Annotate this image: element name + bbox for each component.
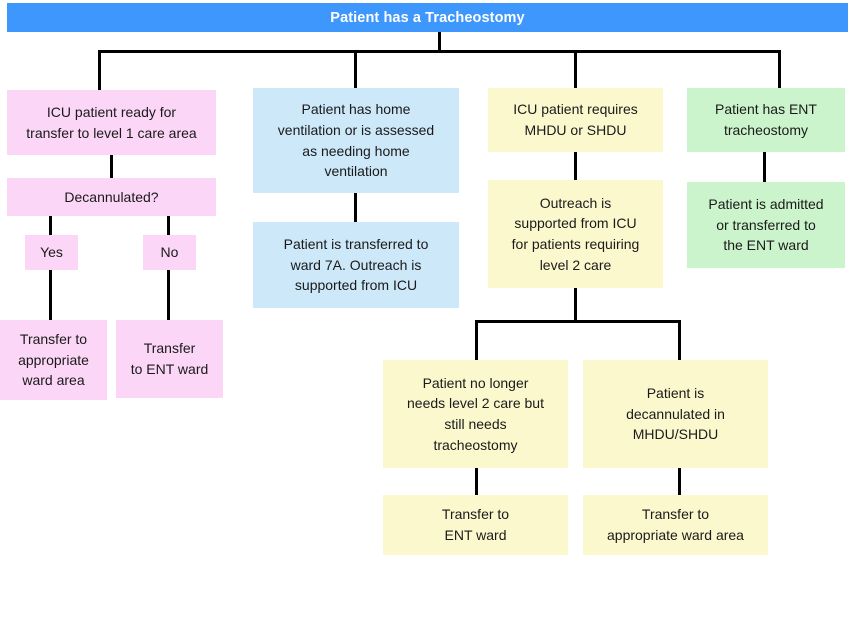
- node-yes-label: Yes: [40, 244, 63, 261]
- node-icu-patient-ready-line-1: ICU patient ready for: [46, 103, 177, 120]
- node-no-longer-needs-level-2-care-line-3: still needs: [444, 416, 507, 432]
- connector-yes-to-transfer-appropriate: [49, 270, 52, 320]
- connector-decannulated-bus: [50, 216, 170, 217]
- connector-drop-branch-2: [354, 50, 357, 88]
- connector-icu-ready-to-decannulated: [110, 155, 113, 178]
- node-transfer-to-ent-ward-line-1: Transfer: [143, 340, 196, 357]
- node-patient-admitted-or-transferred-ent-ward[interactable]: Patient is admitted or transferred to th…: [687, 182, 845, 268]
- node-no-longer-needs-level-2-care-line-1: Patient no longer: [422, 374, 529, 391]
- node-patient-has-home-ventilation-line-4: ventilation: [324, 163, 388, 180]
- node-icu-patient-ready[interactable]: ICU patient ready for transfer to level …: [7, 90, 216, 155]
- node-outreach-supported-level-2[interactable]: Outreach is supported from ICU for patie…: [488, 180, 663, 288]
- node-patient-admitted-or-transferred-ent-ward-line-1: Patient is admitted: [708, 195, 824, 212]
- connector-decannulated-to-no: [167, 216, 170, 235]
- connector-split-to-no-longer-level-2: [475, 320, 478, 360]
- connector-home-vent-to-ward-7a: [354, 193, 357, 222]
- node-no-longer-needs-level-2-care-line-2: needs level 2 care but: [407, 395, 544, 412]
- flowchart-title-banner: Patient has a Tracheostomy: [7, 3, 848, 32]
- node-patient-decannulated-in-mhdu-shdu-line-1: Patient is: [646, 384, 705, 401]
- connector-decannulated-mhdu-to-transfer-ward: [678, 468, 681, 495]
- node-patient-admitted-or-transferred-ent-ward-line-2: or transferred to: [716, 216, 816, 233]
- connector-ent-trach-to-admitted: [763, 152, 766, 182]
- connector-split-to-decannulated-mhdu: [678, 320, 681, 360]
- connector-mhdu-to-outreach: [574, 152, 577, 180]
- node-patient-has-ent-tracheostomy[interactable]: Patient has ENT tracheostomy: [687, 88, 845, 152]
- node-patient-has-home-ventilation-line-1: Patient has home: [301, 101, 411, 118]
- node-no-longer-needs-level-2-care[interactable]: Patient no longer needs level 2 care but…: [383, 360, 568, 468]
- node-patient-admitted-or-transferred-ent-ward-line-3: the ENT ward: [723, 237, 809, 254]
- node-patient-decannulated-in-mhdu-shdu[interactable]: Patient is decannulated in MHDU/SHDU: [583, 360, 768, 468]
- node-transferred-to-ward-7a-line-2: ward 7A. Outreach is: [290, 256, 422, 273]
- node-no-label: No: [160, 244, 179, 261]
- node-transfer-to-ent-ward-2-line-1: Transfer to: [441, 506, 510, 523]
- connector-outreach-split-bus: [475, 320, 681, 323]
- node-transfer-appropriate-ward-area-line-1: Transfer to: [19, 330, 88, 347]
- node-patient-has-ent-tracheostomy-line-1: Patient has ENT: [715, 101, 817, 118]
- node-decannulated-question[interactable]: Decannulated?: [7, 178, 216, 216]
- node-icu-patient-ready-line-2: transfer to level 1 care area: [26, 124, 197, 141]
- connector-decannulated-to-yes: [49, 216, 52, 235]
- node-icu-patient-requires-mhdu-shdu-line-2: MHDU or SHDU: [524, 122, 627, 138]
- node-transfer-to-appropriate-ward-area-2-line-2: appropriate ward area: [607, 527, 744, 543]
- node-transfer-to-appropriate-ward-area-2[interactable]: Transfer to appropriate ward area: [583, 495, 768, 555]
- node-transfer-to-ent-ward-2-line-2: ENT ward: [444, 527, 507, 543]
- node-no[interactable]: No: [143, 235, 196, 270]
- node-patient-decannulated-in-mhdu-shdu-line-3: MHDU/SHDU: [632, 426, 719, 443]
- node-patient-has-home-ventilation[interactable]: Patient has home ventilation or is asses…: [253, 88, 459, 193]
- node-transfer-to-ent-ward[interactable]: Transfer to ENT ward: [116, 320, 223, 398]
- connector-drop-branch-4: [778, 50, 781, 88]
- node-patient-has-home-ventilation-line-2: ventilation or is assessed: [277, 121, 435, 138]
- node-outreach-supported-level-2-line-3: for patients requiring: [511, 236, 640, 252]
- node-no-longer-needs-level-2-care-line-4: tracheostomy: [433, 436, 518, 453]
- node-transfer-appropriate-ward-area[interactable]: Transfer to appropriate ward area: [0, 320, 107, 400]
- node-transferred-to-ward-7a-line-3: supported from ICU: [294, 277, 418, 294]
- node-outreach-supported-level-2-line-2: supported from ICU: [514, 215, 637, 232]
- node-outreach-supported-level-2-line-4: level 2 care: [539, 256, 612, 273]
- node-outreach-supported-level-2-line-1: Outreach is: [539, 194, 612, 211]
- connector-no-to-transfer-ent: [167, 270, 170, 320]
- connector-no-longer-to-transfer-ent: [475, 468, 478, 495]
- node-decannulated-question-line-1: Decannulated?: [64, 188, 159, 205]
- node-transfer-appropriate-ward-area-line-3: ward area: [22, 372, 85, 389]
- node-transfer-to-ent-ward-2[interactable]: Transfer to ENT ward: [383, 495, 568, 555]
- node-patient-decannulated-in-mhdu-shdu-line-2: decannulated in: [626, 405, 725, 422]
- node-patient-has-home-ventilation-line-3: as needing home: [302, 142, 410, 159]
- node-transferred-to-ward-7a-line-1: Patient is transferred to: [283, 235, 429, 252]
- connector-drop-branch-1: [98, 50, 101, 90]
- node-transfer-to-ent-ward-line-2: to ENT ward: [130, 361, 209, 377]
- node-patient-has-ent-tracheostomy-line-2: tracheostomy: [723, 122, 809, 138]
- node-transfer-to-appropriate-ward-area-2-line-1: Transfer to: [641, 506, 710, 523]
- connector-main-bus: [98, 50, 781, 53]
- connector-outreach-trunk: [574, 288, 577, 323]
- connector-root-trunk: [438, 32, 441, 51]
- connector-drop-branch-3: [574, 50, 577, 88]
- node-transferred-to-ward-7a[interactable]: Patient is transferred to ward 7A. Outre…: [253, 222, 459, 308]
- node-icu-patient-requires-mhdu-shdu-line-1: ICU patient requires: [513, 101, 638, 118]
- node-icu-patient-requires-mhdu-shdu[interactable]: ICU patient requires MHDU or SHDU: [488, 88, 663, 152]
- node-yes[interactable]: Yes: [25, 235, 78, 270]
- flowchart-title-text: Patient has a Tracheostomy: [330, 9, 525, 26]
- node-transfer-appropriate-ward-area-line-2: appropriate: [18, 351, 89, 368]
